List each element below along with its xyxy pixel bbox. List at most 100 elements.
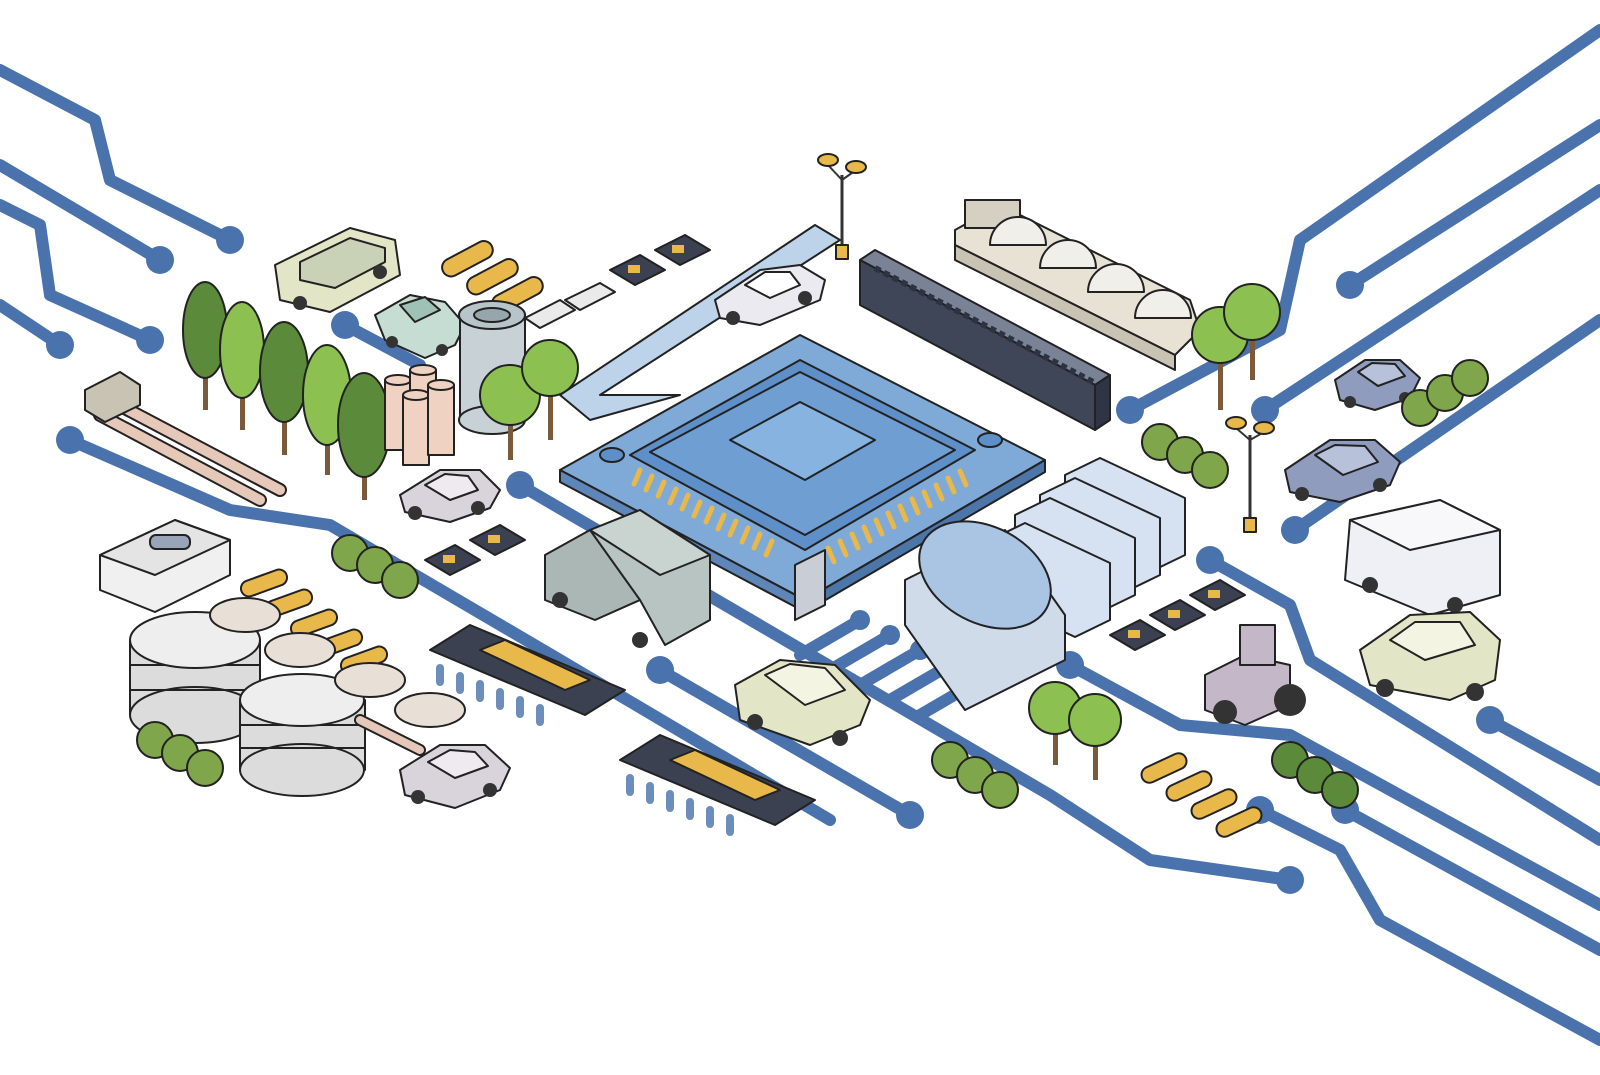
smd-chip-icon	[1149, 599, 1206, 631]
bush-group	[331, 534, 419, 599]
smd-chip-icon	[424, 544, 481, 576]
heat-pipe-left	[84, 371, 287, 507]
bush-icon	[381, 561, 419, 599]
bush-icon	[186, 749, 224, 787]
trace-pad	[331, 311, 359, 339]
component-block	[564, 282, 616, 311]
server-box	[99, 519, 231, 613]
bush-icon	[1321, 771, 1359, 809]
bush-icon	[1191, 451, 1229, 489]
circuit-trace-icon	[1339, 804, 1600, 956]
circuit-trace-icon	[1344, 119, 1600, 291]
tree-icon	[337, 372, 391, 500]
pill-component	[904, 520, 1066, 711]
car-icon	[1284, 439, 1401, 503]
bus-icon	[274, 227, 401, 313]
resistor-icon	[289, 608, 339, 638]
resistor-icon	[1140, 752, 1188, 784]
capacitor-icon	[402, 389, 430, 466]
circuit-traces	[0, 24, 1600, 1046]
tree-icon	[219, 301, 265, 430]
circuit-trace-icon	[1124, 24, 1600, 416]
circuit-trace-icon	[64, 434, 836, 826]
disc-tank	[334, 662, 406, 698]
trace-pad	[1116, 396, 1144, 424]
tree-icon	[1223, 283, 1281, 380]
circuit-trace-icon	[1204, 554, 1600, 846]
trace-pad	[216, 226, 244, 254]
trace-pad	[880, 625, 900, 645]
cpu-pins-right	[825, 468, 969, 565]
tree-icon	[1068, 693, 1122, 780]
car-icon	[399, 469, 501, 523]
storage-tank-icon	[239, 673, 366, 797]
disc-tank	[264, 632, 336, 668]
circuit-trace-icon	[0, 199, 156, 346]
trace-pad	[1251, 396, 1279, 424]
resistor-icon	[1190, 788, 1238, 820]
resistor-icon	[239, 568, 289, 598]
bush-group	[1141, 423, 1229, 489]
circuit-trace-icon	[1259, 184, 1600, 416]
trace-pad	[136, 326, 164, 354]
connector-header-icon	[859, 249, 1111, 431]
street-lamp-icon	[817, 153, 867, 260]
bush-group	[931, 741, 1019, 809]
circuit-trace-icon	[514, 479, 1296, 886]
trace-pad	[850, 610, 870, 630]
circuit-trace-icon	[824, 629, 896, 676]
pipe	[356, 716, 424, 754]
car-icon	[1359, 611, 1501, 701]
capacitor-icon	[427, 379, 455, 456]
tree-icon	[521, 339, 579, 440]
car-icon	[734, 659, 871, 746]
bush-group	[136, 721, 224, 787]
trace-pad	[506, 471, 534, 499]
cpu-pins-left	[631, 467, 775, 558]
car-icon	[1334, 359, 1421, 411]
resistor-icon	[1165, 770, 1213, 802]
bush-icon	[1451, 359, 1489, 397]
car-icon	[714, 264, 826, 326]
component-block	[524, 299, 576, 329]
tractor-icon	[1204, 624, 1306, 726]
trace-pad	[146, 246, 174, 274]
ic-package-icon	[619, 734, 816, 836]
circuit-trace-icon	[1254, 804, 1600, 1046]
car-icon	[374, 294, 466, 359]
circuit-trace-icon	[1484, 714, 1600, 786]
capacitor-cluster	[384, 364, 455, 466]
circuit-trace-icon	[854, 644, 926, 691]
resistor-icon	[1215, 806, 1263, 838]
tree-icon	[259, 321, 309, 455]
ic-package-icon	[429, 624, 626, 726]
trace-pad	[646, 656, 674, 684]
resistor-group-bottom	[1140, 752, 1263, 838]
bush-group	[1271, 741, 1359, 809]
trace-pad	[56, 426, 84, 454]
smd-chip-icon	[654, 234, 711, 266]
smd-chip-icon	[609, 254, 666, 286]
circuit-trace-icon	[339, 319, 426, 371]
resistor-icon	[466, 258, 519, 296]
car-icon	[399, 744, 511, 809]
van-icon	[1344, 499, 1501, 616]
smd-chip-icon	[1109, 619, 1166, 651]
trace-pad	[1276, 866, 1304, 894]
smd-chip-icon	[469, 524, 526, 556]
circuit-trace-icon	[0, 159, 166, 266]
disc-tank	[209, 597, 281, 633]
tanker-ship-icon	[954, 199, 1201, 371]
bush-group	[1401, 359, 1489, 427]
smd-chip-icon	[1189, 579, 1246, 611]
tree-row-left	[182, 281, 391, 500]
circuit-trace-icon	[1064, 659, 1600, 911]
circuit-trace-icon	[0, 64, 236, 246]
circuit-trace-icon	[794, 614, 866, 661]
trace-pad	[896, 801, 924, 829]
circuit-trace-icon	[654, 664, 916, 821]
resistor-icon	[441, 240, 494, 278]
bush-icon	[981, 771, 1019, 809]
trace-pad	[46, 331, 74, 359]
